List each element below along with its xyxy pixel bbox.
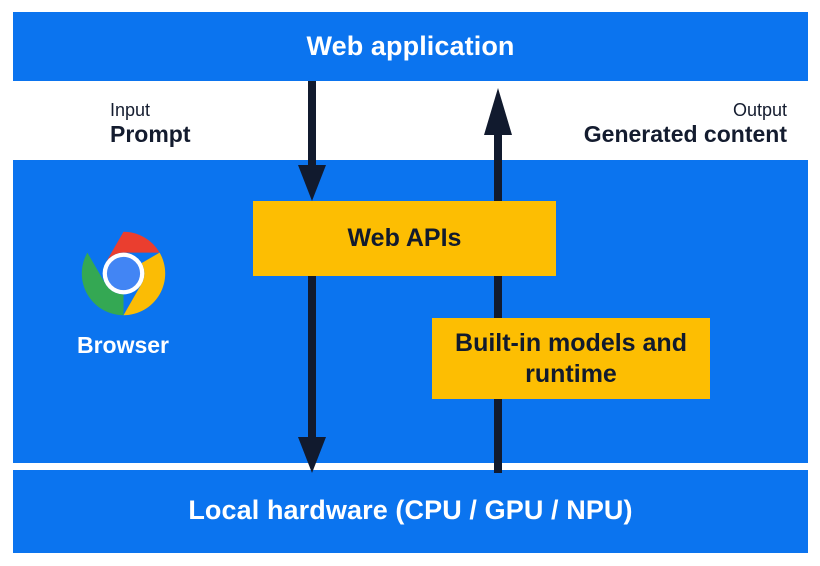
arrow-down-icon-input-upper — [298, 165, 326, 201]
connector-line-input-upper — [308, 81, 316, 169]
band-local-hardware: Local hardware (CPU / GPU / NPU) — [13, 470, 808, 553]
band-local-hardware-label: Local hardware (CPU / GPU / NPU) — [188, 495, 633, 525]
caption-output-strong: Generated content — [583, 120, 787, 147]
band-web-application: Web application — [13, 12, 808, 81]
box-web-apis: Web APIs — [253, 201, 556, 276]
arrow-up-icon-output — [484, 88, 512, 135]
caption-output: Output Generated content — [584, 100, 787, 148]
chrome-logo-icon — [81, 231, 166, 316]
box-builtin-models-label: Built-in models and runtime — [455, 329, 687, 388]
caption-input-small: Input — [110, 100, 151, 120]
caption-output-small: Output — [732, 100, 787, 120]
connector-line-input-lower — [308, 276, 316, 442]
band-browser-label: Browser — [76, 332, 170, 358]
box-web-apis-label: Web APIs — [347, 224, 462, 253]
band-web-application-label: Web application — [306, 31, 515, 61]
arrow-down-icon-input-lower — [298, 437, 326, 473]
connector-line-output — [494, 132, 502, 473]
browser-group: Browser — [58, 228, 188, 378]
caption-input: Input Prompt — [110, 100, 191, 148]
caption-input-strong: Prompt — [110, 120, 191, 147]
box-builtin-models: Built-in models and runtime — [432, 318, 710, 399]
